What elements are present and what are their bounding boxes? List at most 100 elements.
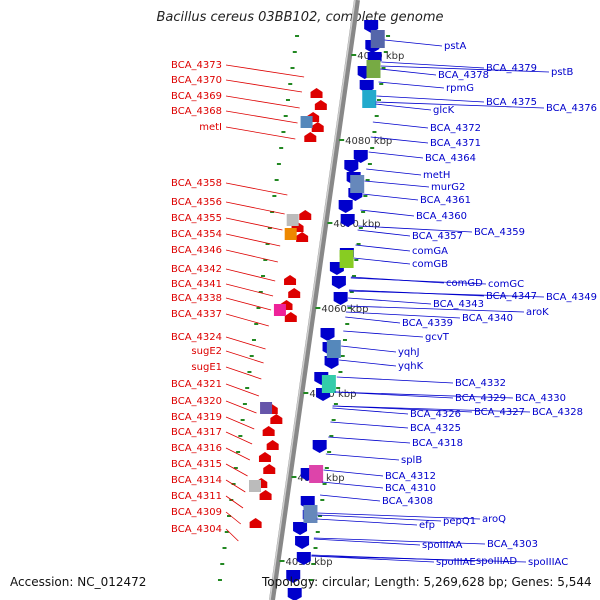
guide-dot-left xyxy=(258,291,263,293)
right-leader-line xyxy=(380,68,437,76)
left-gene-label: BCA_4320 xyxy=(171,396,222,407)
right-leader-line xyxy=(311,555,527,563)
left-leader-line xyxy=(225,416,255,430)
guide-dot-right xyxy=(356,243,361,245)
guide-dot-right xyxy=(367,163,372,165)
guide-dot-left xyxy=(240,419,245,421)
guide-dot-right xyxy=(358,227,363,229)
left-leader-line xyxy=(225,217,283,231)
backbone-line xyxy=(269,0,360,600)
left-gene-label: BCA_4369 xyxy=(171,91,222,102)
right-leader-line xyxy=(332,405,531,413)
right-gene-label: glcK xyxy=(433,105,455,116)
guide-dot-right xyxy=(352,275,357,277)
right-leader-line xyxy=(350,277,487,285)
guide-dot-right xyxy=(338,371,343,373)
right-gene-label: BCA_4343 xyxy=(433,299,484,310)
left-leader-line xyxy=(225,431,253,445)
tick-mark xyxy=(303,392,309,394)
guide-dot-right xyxy=(363,195,368,197)
right-gene-label: metH xyxy=(423,170,450,181)
topology-label: Topology: circular; Length: 5,269,628 bp… xyxy=(262,575,592,589)
tick-mark xyxy=(291,476,297,478)
guide-dot-left xyxy=(254,323,259,325)
guide-dot-left xyxy=(227,515,232,517)
right-gene-label: BCA_4312 xyxy=(385,471,436,482)
right-leader-line xyxy=(345,311,461,319)
right-gene-label: BCA_4332 xyxy=(455,378,506,389)
right-gene-label: spoIIIAE xyxy=(436,557,476,568)
guide-dot-left xyxy=(292,51,297,53)
left-gene-label: BCA_4309 xyxy=(171,507,222,518)
right-gene-label: spoIIIAA xyxy=(422,540,463,551)
right-leader-line xyxy=(313,538,421,546)
gene-block xyxy=(284,228,297,240)
left-gene-label: BCA_4341 xyxy=(171,279,222,290)
guide-dot-right xyxy=(354,259,359,261)
guide-dot-right xyxy=(327,451,332,453)
plus-gene-arrow xyxy=(249,518,262,528)
left-gene-label: BCA_4316 xyxy=(171,443,222,454)
guide-dot-right xyxy=(311,563,316,565)
gene-block xyxy=(321,375,336,393)
minus-gene-arrow xyxy=(293,522,308,535)
left-leader-line xyxy=(225,366,262,380)
plus-gene-arrow xyxy=(310,88,323,98)
plus-gene-arrow xyxy=(311,122,324,132)
guide-dot-right xyxy=(333,403,338,405)
guide-dot-left xyxy=(231,483,236,485)
right-gene-label: BCA_4357 xyxy=(412,231,463,242)
guide-dot-left xyxy=(276,163,281,165)
guide-dot-right xyxy=(349,291,354,293)
right-leader-line xyxy=(378,81,445,89)
right-gene-label: comGD xyxy=(446,278,483,289)
left-gene-label: sugE1 xyxy=(191,362,222,373)
right-leader-line xyxy=(380,65,550,73)
guide-dot-right xyxy=(336,387,341,389)
left-gene-label: BCA_4342 xyxy=(171,264,222,275)
guide-dot-left xyxy=(217,579,222,581)
gene-block xyxy=(300,116,313,128)
minus-gene-arrow xyxy=(287,588,302,600)
right-leader-line xyxy=(341,345,397,353)
tick-mark xyxy=(279,560,285,562)
left-leader-line xyxy=(225,297,272,311)
gene-block xyxy=(370,30,385,48)
minus-gene-arrow xyxy=(340,214,355,227)
right-gene-label: BCA_4371 xyxy=(430,138,481,149)
guide-dot-right xyxy=(324,467,329,469)
left-leader-line xyxy=(225,126,296,140)
right-leader-line xyxy=(317,512,481,520)
tick-label: 4060 kbp xyxy=(321,304,368,315)
right-gene-label: BCA_4376 xyxy=(546,103,597,114)
left-leader-line xyxy=(225,64,305,78)
left-leader-line xyxy=(225,383,260,397)
right-leader-line xyxy=(334,391,514,399)
right-leader-line xyxy=(325,453,400,461)
left-gene-label: BCA_4373 xyxy=(171,60,222,71)
right-leader-line xyxy=(362,193,419,201)
left-leader-line xyxy=(225,350,264,364)
guide-dot-left xyxy=(238,435,243,437)
left-leader-line xyxy=(225,283,274,297)
left-leader-line xyxy=(225,110,298,124)
guide-dot-left xyxy=(256,307,261,309)
guide-dot-left xyxy=(279,147,284,149)
right-gene-label: BCA_4318 xyxy=(412,438,463,449)
right-gene-label: pstA xyxy=(444,41,466,52)
minus-gene-arrow xyxy=(312,440,327,453)
left-leader-line xyxy=(225,268,276,282)
guide-dot-right xyxy=(308,579,313,581)
guide-dot-right xyxy=(329,435,334,437)
minus-gene-arrow xyxy=(333,292,348,305)
right-leader-line xyxy=(311,555,435,563)
right-leader-line xyxy=(319,494,381,502)
right-leader-line xyxy=(347,297,432,305)
left-gene-label: BCA_4370 xyxy=(171,75,222,86)
guide-dot-left xyxy=(247,371,252,373)
left-gene-label: BCA_4319 xyxy=(171,412,222,423)
right-gene-label: aroQ xyxy=(482,514,506,525)
guide-dot-right xyxy=(320,499,325,501)
right-leader-line xyxy=(336,376,454,384)
right-gene-label: BCA_4308 xyxy=(382,496,433,507)
